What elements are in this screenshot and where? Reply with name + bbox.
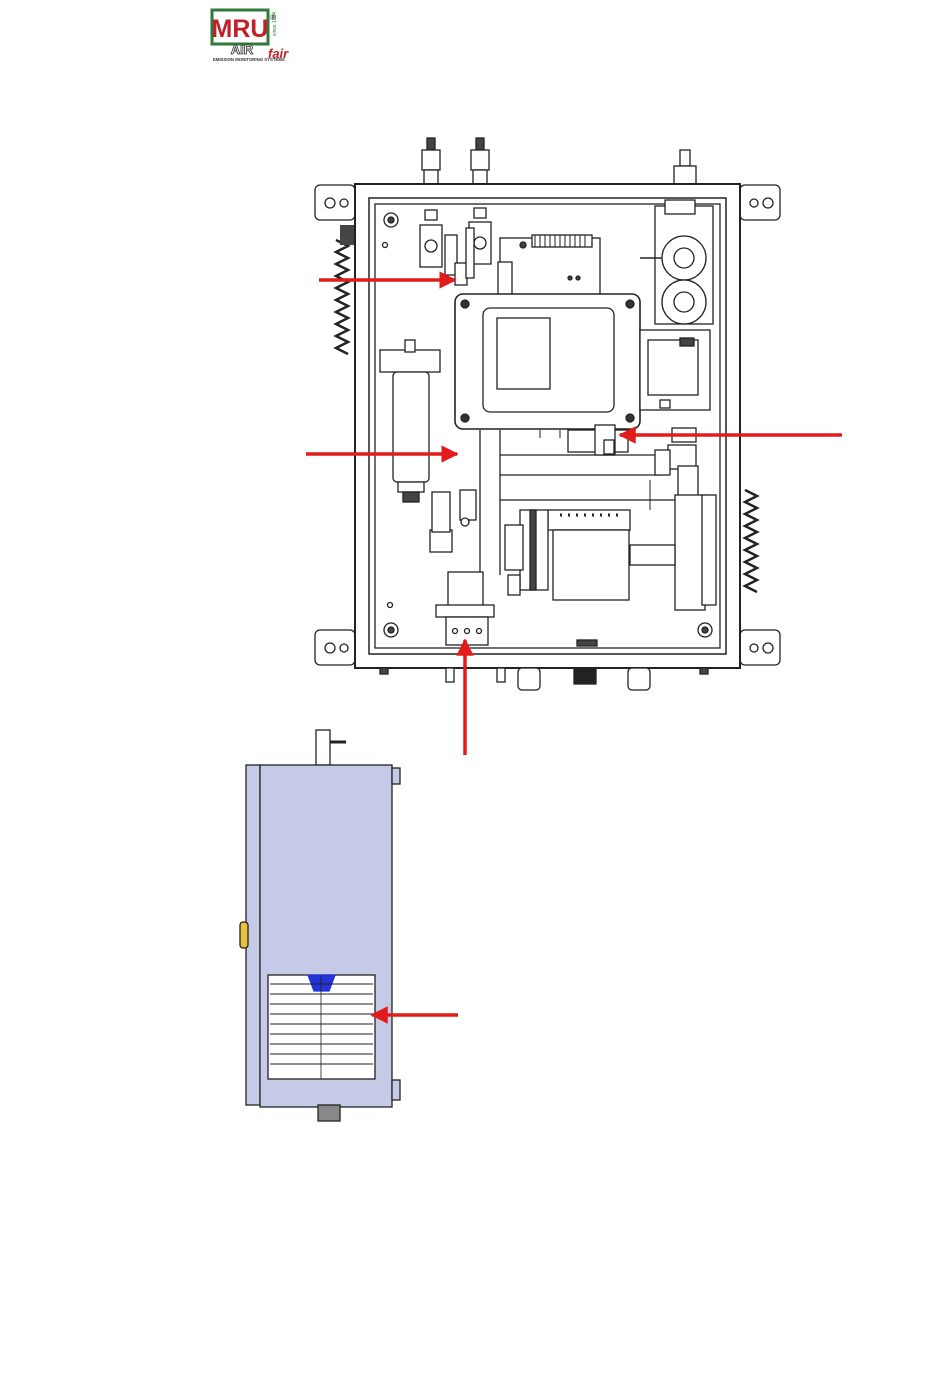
sample-pump <box>568 425 628 455</box>
logo-tagline: EMISSION MONITORING SYSTEMS <box>213 57 285 62</box>
gas-inlet-fittings <box>422 138 696 188</box>
side-vent-left <box>336 225 354 354</box>
display-panel <box>455 294 640 429</box>
logo-brand: MRU <box>212 15 269 43</box>
controller-pcb <box>498 235 600 298</box>
filter-fan-grille <box>268 975 375 1079</box>
logo-sub: AIR <box>231 42 254 57</box>
mru-logo: MRU AIR fair since 1984 ® EMISSION MONIT… <box>212 10 290 62</box>
cabinet-front-view <box>315 138 780 690</box>
power-transformer <box>640 330 710 410</box>
logo-registered: ® <box>270 13 276 22</box>
cabinet-side-view <box>240 730 400 1121</box>
